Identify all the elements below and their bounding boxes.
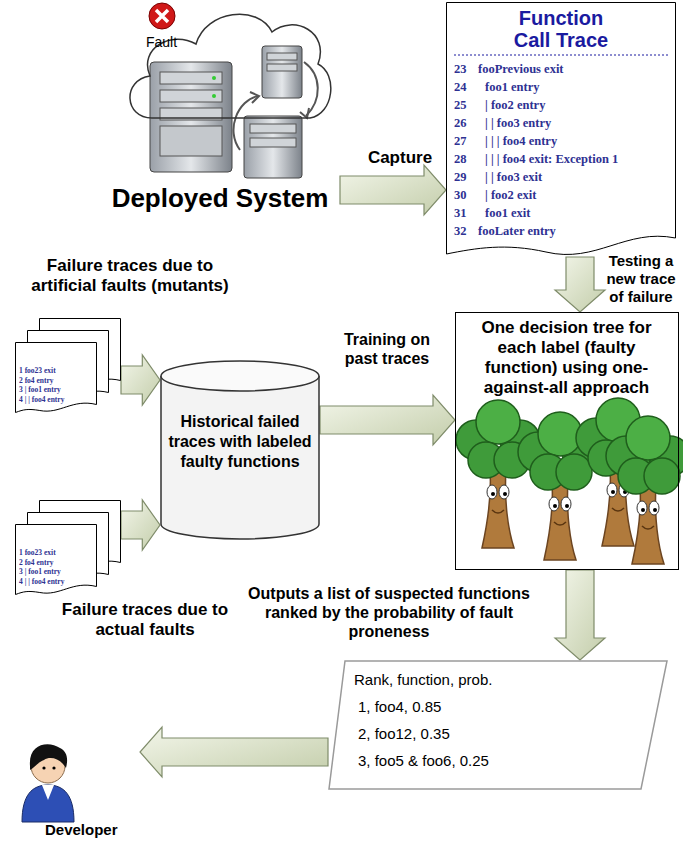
trace-entry: | | foo3 entry bbox=[485, 114, 551, 132]
trace-entry: 2 fo4 entry bbox=[19, 558, 64, 568]
line-number: 28 bbox=[454, 150, 478, 168]
node-5: Historical failed traces with labeled fa… bbox=[160, 360, 320, 540]
cloud-outline bbox=[120, 0, 335, 135]
line-number: 23 bbox=[454, 60, 478, 78]
trace-row: 26 | | foo3 entry bbox=[454, 114, 672, 132]
trace-row: 31 foo1 exit bbox=[454, 204, 672, 222]
trace-entry: foo1 exit bbox=[485, 204, 530, 222]
line-number: 30 bbox=[454, 186, 478, 204]
trace-entry: 1 foo23 exit bbox=[19, 366, 64, 376]
line-number: 29 bbox=[454, 168, 478, 186]
ranking-line: Rank, function, prob. bbox=[354, 670, 492, 690]
database-label: Historical failed traces with labeled fa… bbox=[168, 412, 312, 472]
trace-entry: foo1 entry bbox=[485, 78, 540, 96]
block-arrow bbox=[140, 727, 328, 777]
node-6: One decision tree for each label (faulty… bbox=[455, 312, 679, 570]
trace-entry: 3 | foo1 entry bbox=[19, 385, 64, 395]
ranking-line: 3, foo5 & foo6, 0.25 bbox=[358, 751, 489, 771]
trace-entry: | | | foo4 entry bbox=[485, 132, 557, 150]
edge-label: Capture bbox=[355, 148, 445, 168]
developer-icon bbox=[22, 744, 74, 822]
line-number: 31 bbox=[454, 204, 478, 222]
trace-row: 25 | foo2 entry bbox=[454, 96, 672, 114]
system-label: Deployed System bbox=[100, 183, 340, 213]
stack-heading: Failure traces due to actual faults bbox=[45, 600, 245, 640]
node-1: Fault bbox=[120, 0, 335, 135]
line-number: 25 bbox=[454, 96, 478, 114]
trace-row: 28 | | | foo4 exit: Exception 1 bbox=[454, 150, 672, 168]
box-title: One decision tree for each label (faulty… bbox=[462, 318, 671, 398]
trace-lines: 1 foo23 exit2 fo4 entry3 | foo1 entry4 |… bbox=[19, 366, 64, 404]
document-title: Function Call Trace bbox=[501, 7, 621, 51]
trace-row: 24 foo1 entry bbox=[454, 78, 672, 96]
edge-label: Outputs a list of suspected functions ra… bbox=[228, 584, 550, 641]
node-0: Deployed System Fault bbox=[100, 0, 340, 225]
block-arrow bbox=[320, 395, 455, 445]
node-4: Failure traces due to actual faults1 foo… bbox=[15, 500, 121, 594]
trace-lines: 23fooPrevious exit24 foo1 entry 25 | foo2 e… bbox=[454, 60, 672, 240]
block-arrow bbox=[555, 257, 605, 312]
line-number: 24 bbox=[454, 78, 478, 96]
trace-entry: fooPrevious exit bbox=[478, 60, 564, 78]
trace-entry: | | foo3 exit bbox=[485, 168, 542, 186]
node-8: Developer bbox=[15, 740, 140, 840]
server-icons bbox=[150, 46, 318, 178]
ranking-line: 1, foo4, 0.85 bbox=[358, 697, 441, 717]
line-number: 26 bbox=[454, 114, 478, 132]
trace-entry: 4 | | foo4 entry bbox=[19, 577, 64, 587]
line-number: 27 bbox=[454, 132, 478, 150]
trace-lines: 1 foo23 exit2 fo4 entry3 | foo1 entry4 |… bbox=[19, 548, 64, 586]
trace-entry: 4 | | foo4 entry bbox=[19, 395, 64, 405]
node-7: Rank, function, prob. 1, foo4, 0.85 2, foo… bbox=[328, 660, 668, 790]
developer-label: Developer bbox=[45, 821, 118, 839]
stack-heading: Failure traces due to artificial faults … bbox=[23, 256, 237, 296]
trace-row: 32fooLater entry bbox=[454, 222, 672, 240]
edge-label: Testing a new trace of failure bbox=[604, 252, 678, 306]
trace-row: 30 | foo2 exit bbox=[454, 186, 672, 204]
trace-row: 27 | | | foo4 entry bbox=[454, 132, 672, 150]
trace-row: 23fooPrevious exit bbox=[454, 60, 672, 78]
block-arrow bbox=[555, 570, 605, 660]
trace-entry: 1 foo23 exit bbox=[19, 548, 64, 558]
trace-entry: | foo2 exit bbox=[485, 186, 536, 204]
trace-row: 29 | | foo3 exit bbox=[454, 168, 672, 186]
trace-entry: 3 | foo1 entry bbox=[19, 567, 64, 577]
decision-trees bbox=[456, 398, 683, 564]
trace-entry: | foo2 entry bbox=[485, 96, 545, 114]
edge-label: Training on past traces bbox=[342, 330, 432, 368]
node-2: Function Call Trace23fooPrevious exit24f… bbox=[446, 2, 676, 257]
block-arrow bbox=[340, 165, 446, 215]
fault-label: Fault bbox=[146, 34, 177, 50]
line-number: 32 bbox=[454, 222, 478, 240]
trace-entry: fooLater entry bbox=[478, 222, 556, 240]
block-arrow bbox=[121, 355, 160, 405]
trace-entry: | | | foo4 exit: Exception 1 bbox=[485, 150, 618, 168]
node-3: Failure traces due to artificial faults … bbox=[15, 318, 121, 412]
ranking-line: 2, foo12, 0.35 bbox=[358, 724, 450, 744]
trace-entry: 2 fo4 entry bbox=[19, 376, 64, 386]
block-arrow bbox=[121, 500, 160, 550]
